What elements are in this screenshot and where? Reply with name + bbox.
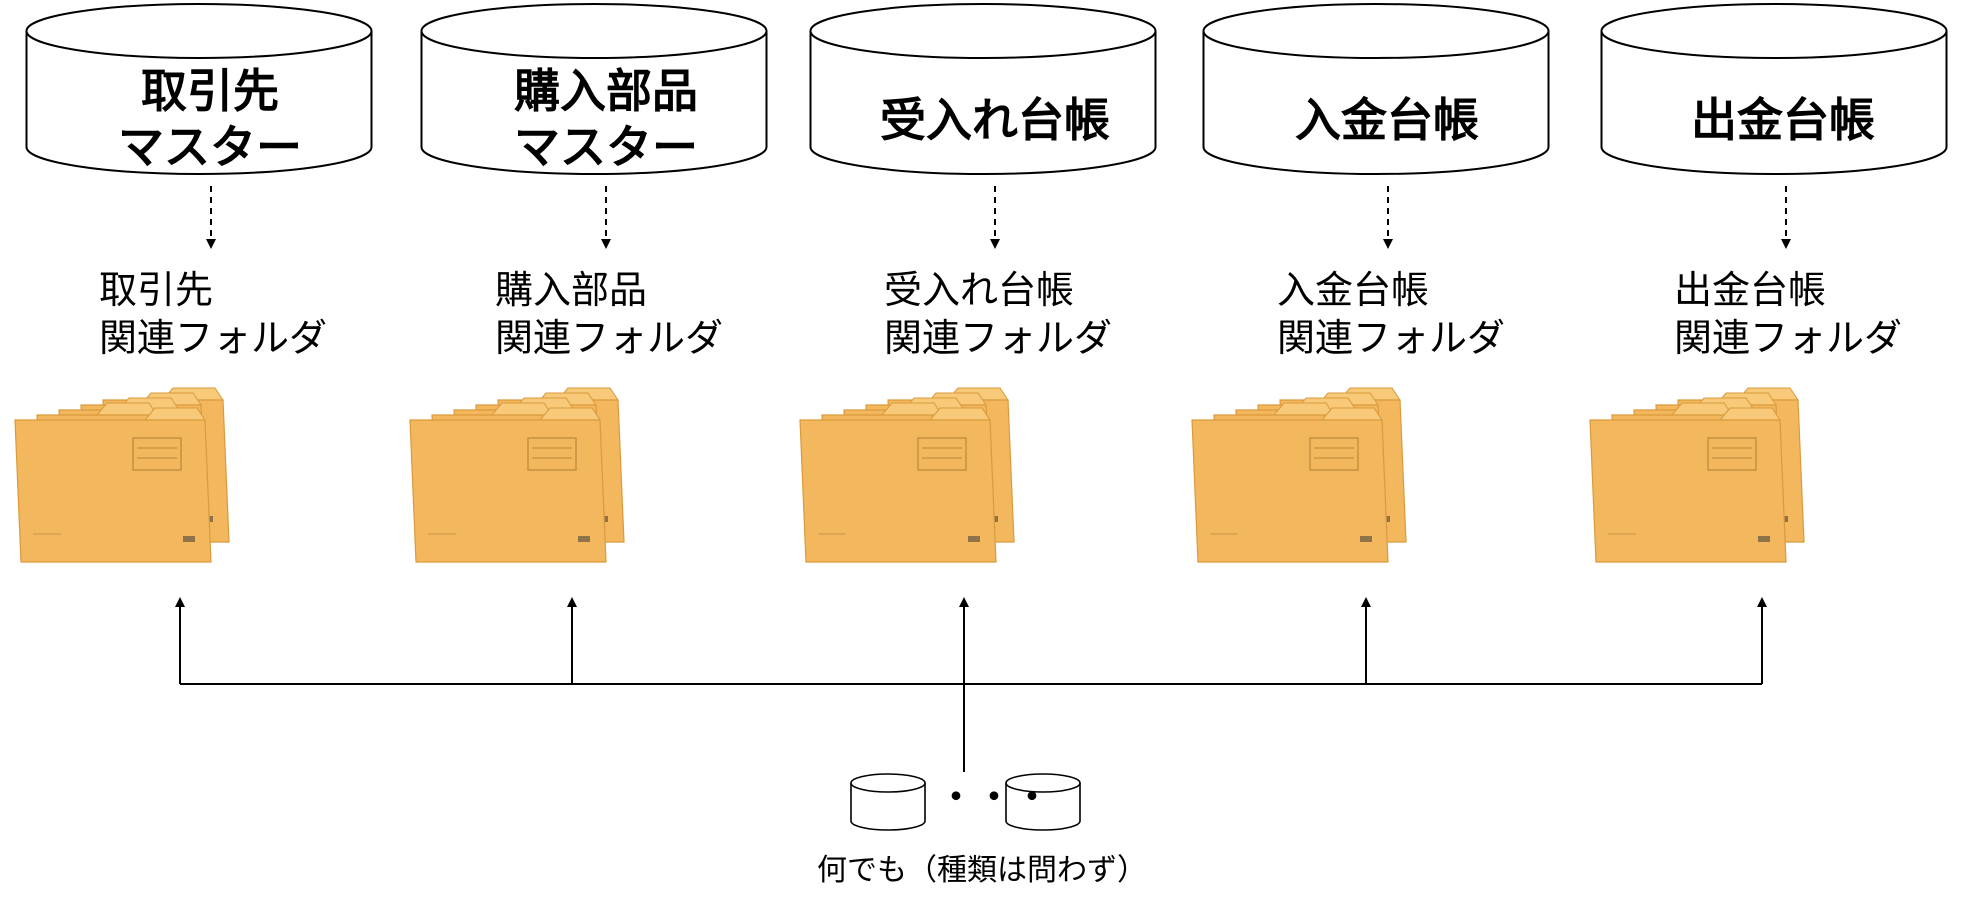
database-label-konyu-buhin: 購入部品 マスター [441, 63, 771, 175]
folder-stack-icon [409, 387, 625, 563]
connector-lines [175, 186, 1791, 772]
folder-label-line: 取引先 [99, 268, 214, 312]
database-label-line: 受入れ台帳 [880, 93, 1110, 147]
folder-label-line: 関連フォルダ [1674, 316, 1903, 360]
folder-label-line: 購入部品 [495, 268, 648, 312]
folder-label-line: 出金台帳 [1674, 268, 1827, 312]
database-label-nyukin-daicho: 入金台帳 [1222, 92, 1552, 148]
folder-label-line: 入金台帳 [1277, 268, 1430, 312]
database-cylinder [809, 3, 1157, 175]
folder-label-shukkin-daicho: 出金台帳 関連フォルダ [1674, 266, 1902, 362]
folder-label-line: 関連フォルダ [495, 316, 724, 360]
folder-stack-icon [1191, 387, 1407, 563]
source-database-icon [850, 773, 926, 831]
database-cylinder [1202, 3, 1550, 175]
database-label-line: 取引先 [141, 64, 279, 118]
folder-stack-icon [14, 387, 230, 563]
database-cylinder [1600, 3, 1948, 175]
folder-label-line: 関連フォルダ [99, 316, 328, 360]
source-label: 何でも（種類は問わず） [817, 853, 1147, 888]
folder-label-nyukin-daicho: 入金台帳 関連フォルダ [1277, 266, 1505, 362]
folder-label-ukeire-daicho: 受入れ台帳 関連フォルダ [884, 266, 1112, 362]
database-cylinder [420, 3, 768, 175]
database-label-torihikisaki: 取引先 マスター [45, 63, 375, 175]
database-label-line: 購入部品 [514, 64, 698, 118]
folder-label-line: 関連フォルダ [884, 316, 1113, 360]
database-label-line: 出金台帳 [1691, 93, 1875, 147]
folder-stack-icon [1589, 387, 1805, 563]
database-label-line: 入金台帳 [1295, 93, 1479, 147]
folder-label-line: 関連フォルダ [1277, 316, 1506, 360]
database-cylinder [25, 3, 373, 175]
database-label-ukeire-daicho: 受入れ台帳 [830, 92, 1160, 148]
folder-label-torihikisaki: 取引先 関連フォルダ [99, 266, 327, 362]
source-ellipsis: ・・・ [938, 777, 1053, 818]
database-label-shukkin-daicho: 出金台帳 [1618, 92, 1948, 148]
folder-stack-icon [799, 387, 1015, 563]
folder-label-konyu-buhin: 購入部品 関連フォルダ [495, 266, 723, 362]
database-label-line: マスター [118, 120, 302, 174]
database-label-line: マスター [514, 120, 698, 174]
source-database-icon [1005, 773, 1081, 831]
folder-label-line: 受入れ台帳 [884, 268, 1075, 312]
